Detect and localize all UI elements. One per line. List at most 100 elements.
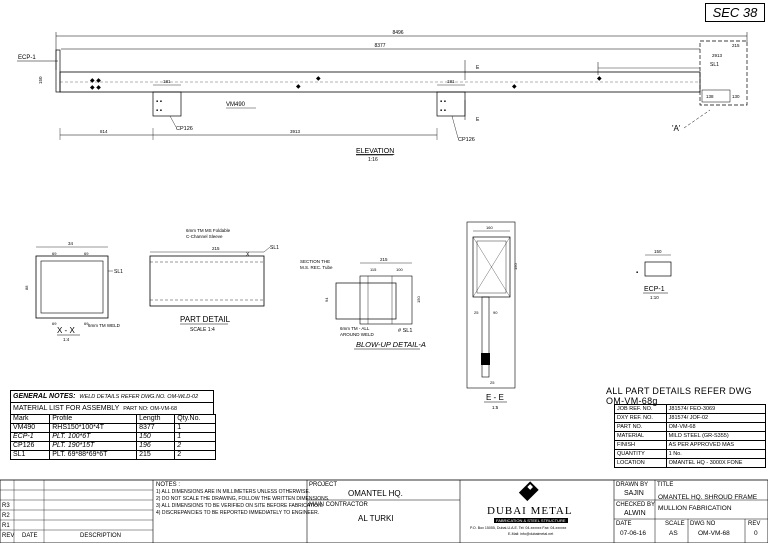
svg-text:▪ ▪: ▪ ▪ — [440, 108, 446, 114]
drawing-label: 25 — [474, 310, 479, 315]
label-cp126-b: CP126 — [458, 137, 475, 143]
label-detail-a: 'A' — [672, 124, 681, 133]
dim-small1: 138 — [706, 94, 714, 99]
part-detail-title: PART DETAIL — [180, 315, 231, 324]
table-row: PART NO.OM-VM-68 — [614, 422, 767, 432]
title-block-frame — [0, 479, 768, 543]
drawing-label: 150 — [654, 249, 662, 254]
dim-member: 8377 — [374, 43, 385, 49]
drawing-label: 215 — [380, 257, 388, 262]
dim-left: 814 — [100, 129, 108, 134]
dim-vert: 150 — [38, 76, 43, 84]
svg-text:▪ ▪: ▪ ▪ — [156, 108, 162, 114]
company-email: E-Mail: info@dubaimetal.net — [508, 532, 554, 536]
dwg-no: OM-VM-68 — [698, 530, 730, 537]
project-name: OMANTEL HQ. — [348, 489, 403, 498]
drawing-label: 69 — [84, 251, 89, 256]
date-label: DATE — [616, 521, 632, 527]
dim-plate1: 181 — [163, 79, 171, 84]
drawing-label: 94 — [324, 297, 329, 302]
date: 07-06-16 — [620, 530, 647, 537]
rev-date-header: DATE — [22, 533, 38, 539]
project-label: PROJECT — [309, 482, 338, 488]
svg-text:◆ ◆: ◆ ◆ — [90, 85, 101, 91]
drawing-label: SECTION THE — [300, 259, 330, 264]
drawing-label: 90 — [493, 310, 498, 315]
company-address: P.O. Box 15055, Dubai-U.A.E. Tel: 04-xxx… — [470, 526, 567, 530]
section-ee-scale: 1:5 — [492, 405, 499, 410]
main-contractor-label: MAIN CONTRACTOR — [309, 502, 368, 508]
ecp1-plate — [644, 261, 672, 277]
svg-text:◆ ◆: ◆ ◆ — [90, 78, 101, 84]
rev-value: 0 — [754, 530, 758, 537]
company-name: DUBAI METAL — [487, 505, 573, 517]
dim-overall: 8496 — [392, 30, 403, 36]
end-plate-left — [55, 49, 61, 93]
title-line2: MULLION FABRICATION — [658, 505, 732, 512]
rev-r3: R3 — [2, 503, 10, 509]
plate-cp126-left — [152, 91, 182, 117]
checked-by: ALWIN — [624, 510, 646, 517]
label-sl1-elev: SL1 — [710, 62, 719, 68]
drawing-label: 150 — [416, 296, 421, 303]
info-table: JOB REF. NO.J81574/ FEO-3069 DXY REF. NO… — [614, 404, 767, 468]
note-4: 4) DISCREPANCIES TO BE REPORTED IMMEDIAT… — [156, 510, 320, 516]
dim-plate2: 181 — [447, 79, 455, 84]
svg-text:◆: ◆ — [316, 76, 321, 82]
note-3: 3) ALL DIMENSIONS TO BE VERIFIED ON SITE… — [156, 503, 324, 509]
rev-title-label: REV — [748, 521, 761, 527]
ecp1-scale: 1:10 — [650, 295, 659, 300]
part-detail-scale: SCALE 1:4 — [190, 327, 215, 333]
svg-text:▪: ▪ — [636, 270, 638, 276]
checked-label: CHECKED BY — [616, 502, 656, 508]
rev-label: REV — [2, 533, 15, 539]
title-line1: OMANTEL HQ. SHROUD FRAME — [658, 494, 758, 501]
note-1: 1) ALL DIMENSIONS ARE IN MILLIMETERS UNL… — [156, 489, 311, 495]
drawing-label: 100 — [396, 267, 403, 272]
label-ecp1: ECP-1 — [18, 55, 36, 61]
drawing-label: SL1 — [270, 245, 279, 251]
svg-text:▪ ▪: ▪ ▪ — [156, 99, 162, 105]
dim-mid: 3913 — [290, 129, 301, 134]
table-row: DXY REF. NO.J81574/ JOF-02 — [614, 413, 767, 423]
drawing-label: X — [246, 252, 250, 258]
dim-end2: 2913 — [712, 53, 723, 58]
label-cp126-a: CP126 — [176, 126, 193, 132]
drawing-label: 150 — [513, 263, 518, 270]
dim-end: 215 — [732, 43, 740, 48]
dim-small2: 130 — [732, 94, 740, 99]
rev-r2: R2 — [2, 513, 10, 519]
elevation-scale: 1:16 — [368, 157, 378, 163]
main-contractor: AL TURKI — [358, 514, 394, 523]
scale: AS — [669, 530, 678, 537]
detail-a-region — [699, 40, 748, 106]
table-row: JOB REF. NO.J81574/ FEO-3069 — [614, 404, 767, 414]
drawing-label: # SL1 — [398, 328, 412, 334]
svg-text:◆: ◆ — [512, 84, 517, 90]
note-2: 2) DO NOT SCALE THE DRAWING, FOLLOW THE … — [156, 496, 330, 502]
drawing-label: SL1 — [114, 269, 123, 275]
label-e1: E — [476, 65, 480, 71]
drawing-label: 69 — [52, 321, 57, 326]
ecp1-title: ECP-1 — [644, 286, 665, 293]
company-logo — [518, 481, 539, 502]
drawing-label: 69 — [84, 321, 89, 326]
section-ee-frame — [466, 221, 516, 389]
section-xx-title: X - X — [57, 326, 75, 335]
drawing-label: 34 — [68, 241, 74, 246]
drawn-by: SAJIN — [624, 490, 644, 497]
drawing-label: 160 — [486, 225, 493, 230]
part-detail-sleeve — [149, 255, 265, 307]
notes-label: NOTES : — [156, 482, 181, 488]
drawing-label: M.S. REC. Tube — [300, 265, 333, 270]
label-vm490: VM490 — [226, 102, 246, 108]
title-label: TITLE — [657, 482, 674, 488]
drawing-label: 88 — [24, 285, 29, 290]
